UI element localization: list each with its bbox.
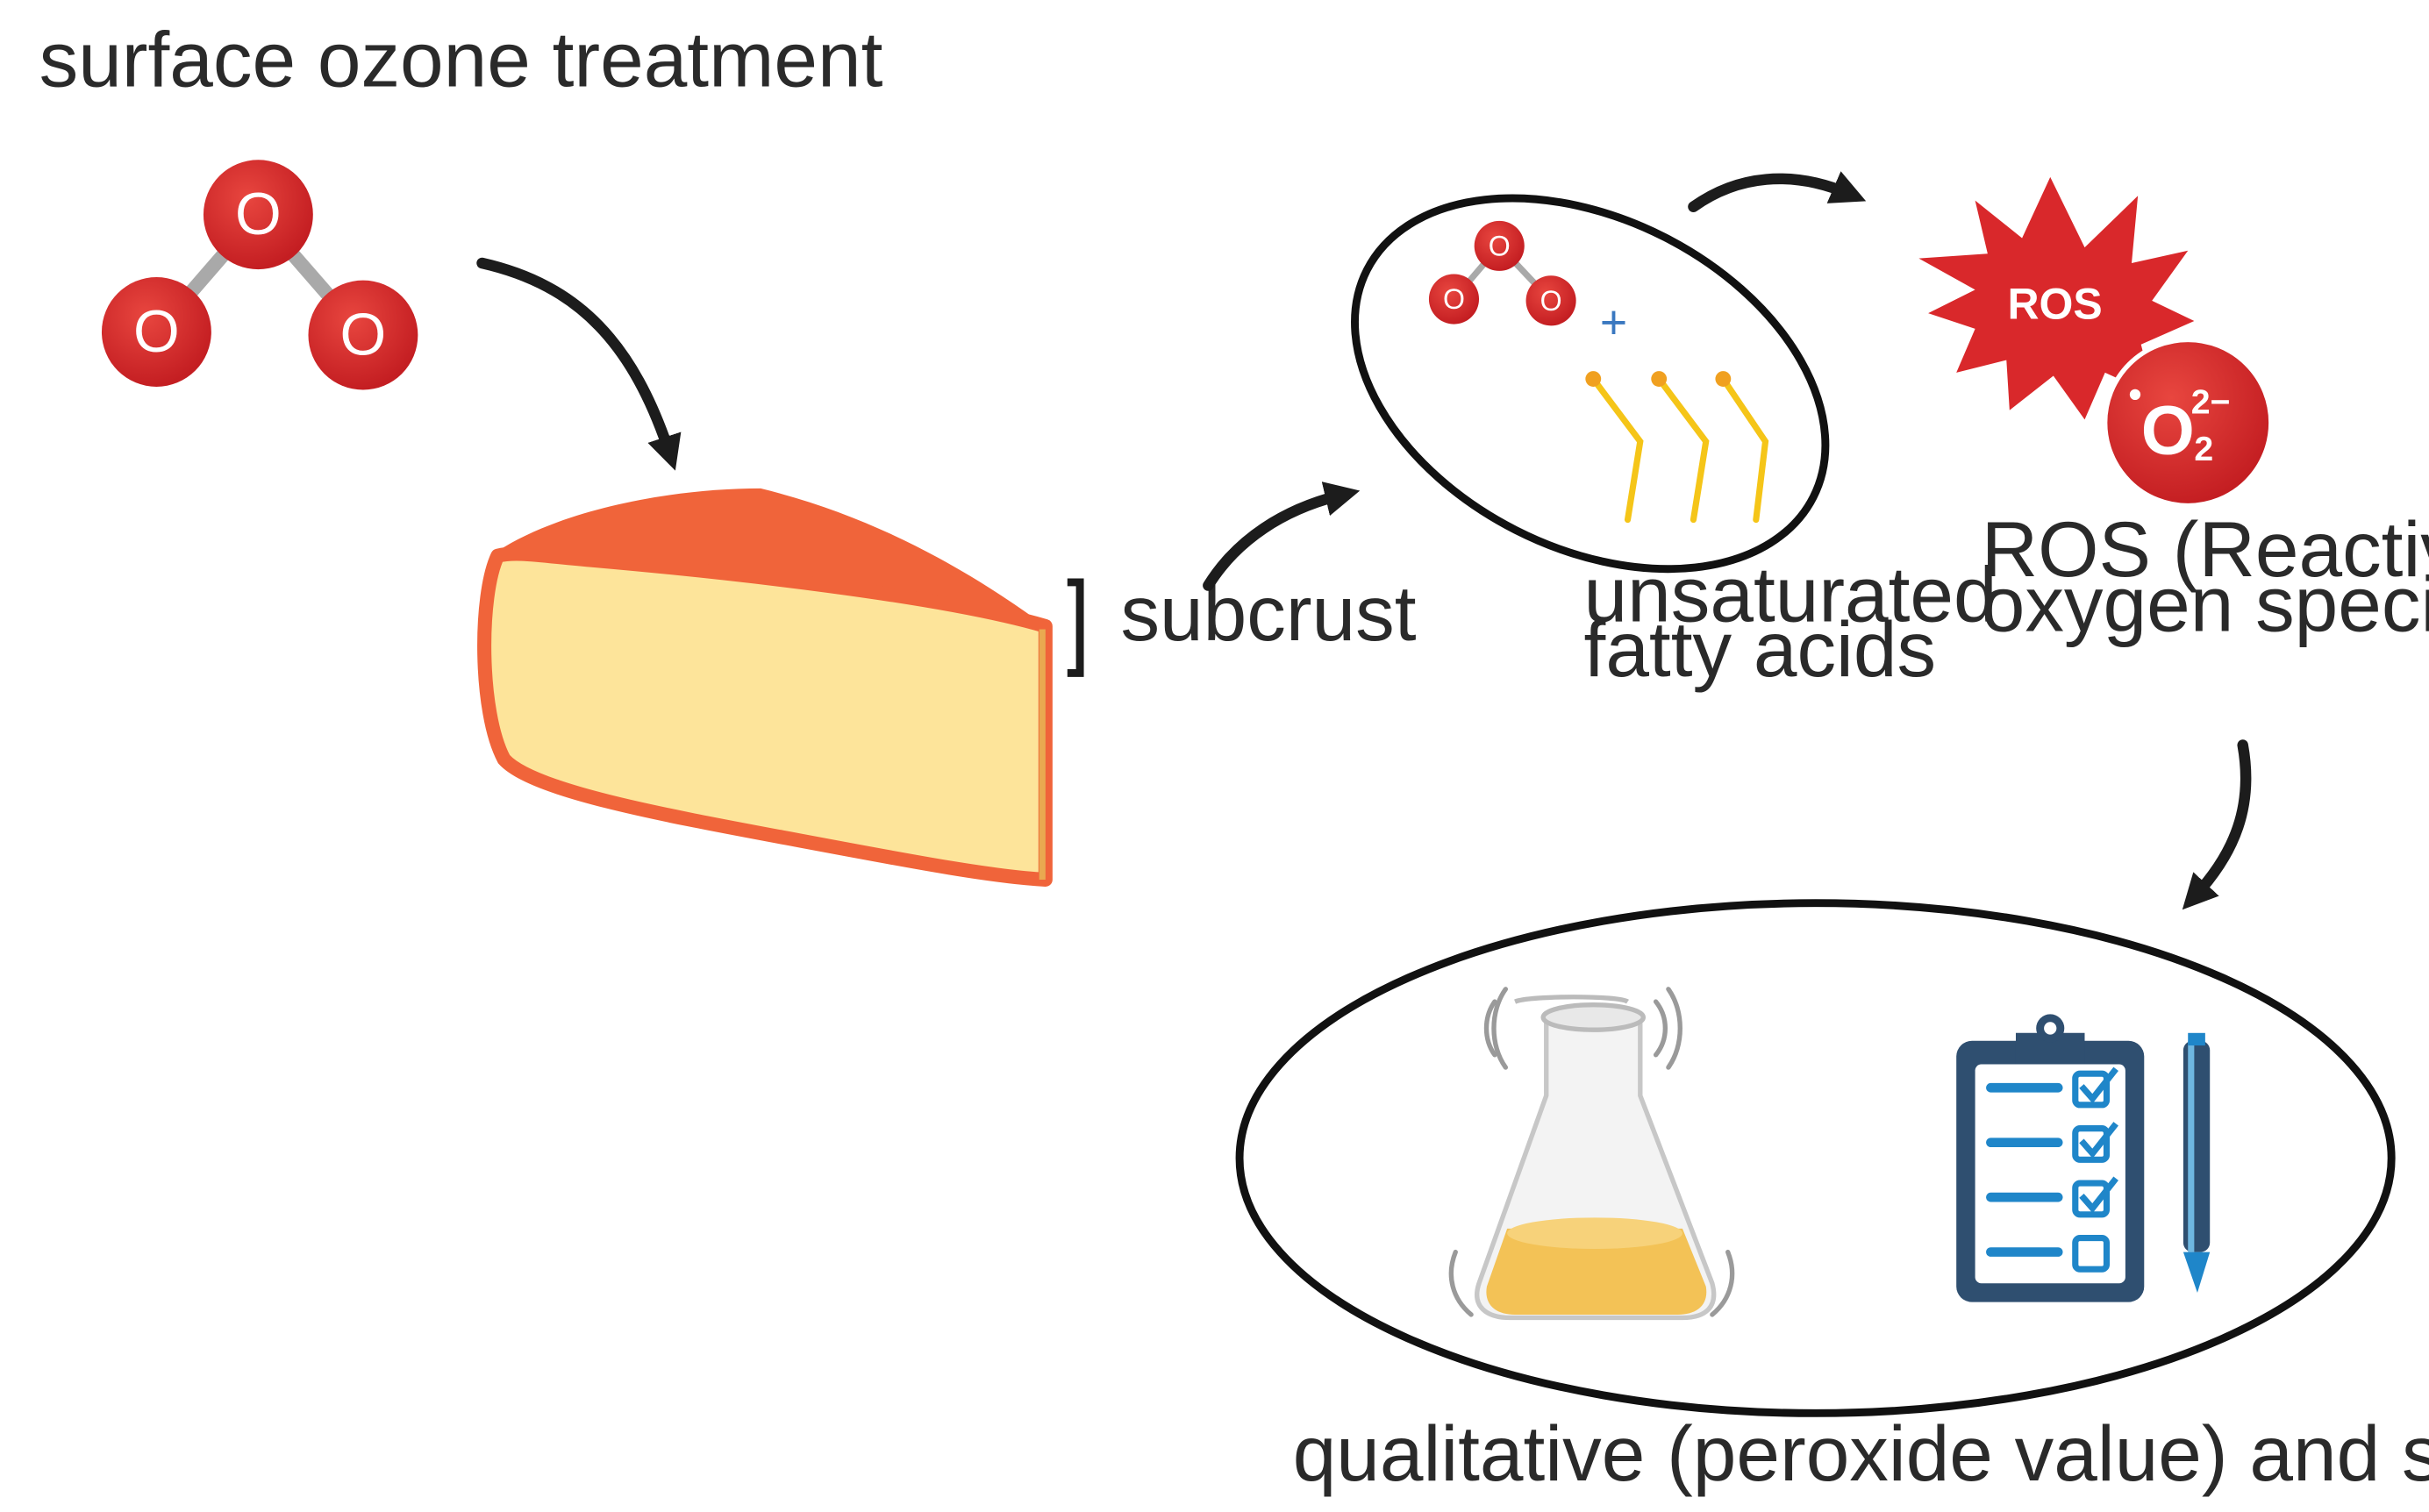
oxygen-atom (101, 277, 211, 387)
cheese-wedge-icon (477, 488, 1053, 887)
ros-burst-icon: ROS (1918, 176, 2195, 420)
arrow-to-ros (1688, 171, 1867, 213)
oxygen-atom-label: O (133, 299, 180, 365)
superoxide-charge: 2− (2191, 382, 2231, 421)
oxygen-atom (203, 160, 313, 270)
oxygen-atom-label: O (235, 182, 282, 247)
fatty-acids-label-line2: fatty acids (1584, 605, 1937, 693)
plus-sign: + (1600, 297, 1627, 349)
arrow-ozone-to-cheese (476, 257, 682, 471)
checklist-clipboard-icon (1956, 1014, 2145, 1302)
pen-icon (2183, 1032, 2211, 1293)
oxygen-atom-label: O (1540, 285, 1562, 317)
erlenmeyer-flask-icon (1448, 987, 1735, 1321)
ozone-small-icon: O O O (1428, 220, 1576, 326)
evaluation-label: qualitative (peroxide value) and sensori… (1293, 1409, 2429, 1497)
ros-label-line1: ROS (Reactive (1982, 505, 2429, 593)
arrow-to-evaluation (2182, 739, 2252, 910)
superoxide-subscript: 2 (2194, 430, 2213, 468)
ros-burst-label: ROS (2007, 279, 2102, 328)
oxygen-atom-label: O (340, 303, 387, 368)
ozone-molecule-icon: O O O (101, 160, 418, 390)
subcrust-label: subcrust (1120, 569, 1416, 657)
fatty-acids-label-line1: unsaturated (1584, 551, 1997, 638)
title-label: surface ozone treatment (39, 15, 883, 103)
radical-dot: • (2128, 374, 2141, 416)
oxygen-atom (308, 280, 418, 390)
reaction-ellipse: O O O + (1351, 194, 1830, 574)
fatty-acid-chains-icon (1590, 375, 1769, 524)
subcrust-bracket (1067, 578, 1084, 677)
superoxide-icon: • O 2− 2 (2103, 337, 2274, 509)
evaluation-ellipse (1235, 899, 2396, 1417)
ros-label-line2: oxygen species) (1982, 560, 2429, 647)
oxygen-atom-label: O (1489, 230, 1511, 261)
arrow-to-reaction (1203, 481, 1361, 591)
oxygen-atom-label: O (1443, 283, 1465, 315)
superoxide-element: O (2141, 392, 2195, 469)
